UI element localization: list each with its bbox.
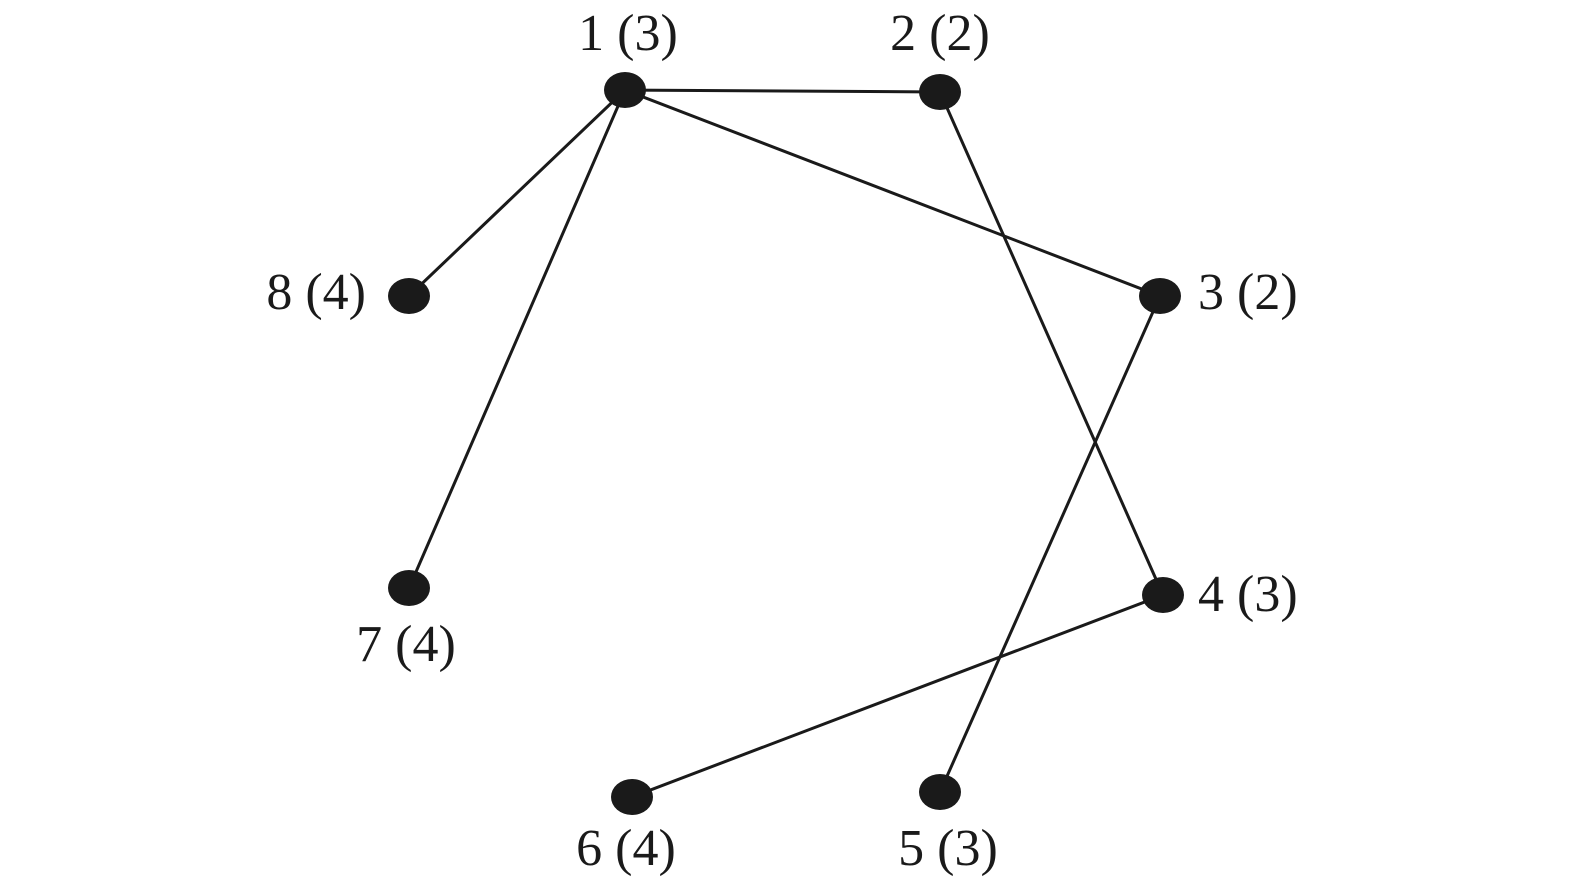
node-label-6: 6 (4) — [576, 820, 676, 877]
node-5 — [919, 774, 961, 810]
edge-1-2 — [623, 88, 942, 94]
edge-1-8 — [407, 88, 627, 298]
node-label-3: 3 (2) — [1198, 264, 1298, 321]
node-6 — [611, 779, 653, 815]
node-label-5: 5 (3) — [898, 820, 998, 877]
node-label-8: 8 (4) — [266, 264, 366, 321]
edge-4-6 — [630, 593, 1165, 799]
node-8 — [388, 278, 430, 314]
graph-nodes — [388, 72, 1184, 815]
edge-3-5 — [938, 294, 1162, 794]
node-label-7: 7 (4) — [356, 616, 456, 673]
node-label-2: 2 (2) — [890, 5, 990, 62]
node-label-4: 4 (3) — [1198, 566, 1298, 623]
edge-1-7 — [407, 88, 627, 590]
edge-1-3 — [623, 88, 1162, 298]
edge-2-4 — [938, 90, 1165, 597]
graph-labels: 1 (3) 2 (2) 3 (2) 4 (3) 5 (3) 6 (4) 7 (4) 8 (4) — [266, 5, 1297, 877]
node-3 — [1139, 278, 1181, 314]
node-4 — [1142, 577, 1184, 613]
node-label-1: 1 (3) — [578, 5, 678, 62]
node-1 — [604, 72, 646, 108]
node-2 — [919, 74, 961, 110]
node-7 — [388, 570, 430, 606]
graph-edges — [407, 88, 1165, 799]
